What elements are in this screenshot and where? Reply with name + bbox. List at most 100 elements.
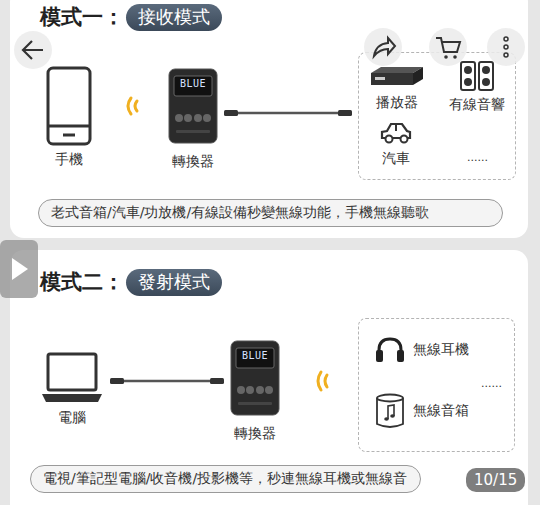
device-icon <box>40 352 104 404</box>
device-icon-part-part <box>48 125 90 128</box>
device-label: 有線音響 <box>449 96 505 114</box>
device-icon-part-part <box>48 68 90 144</box>
caption-banner: 老式音箱/汽車/功放機/有線設備秒變無線功能，手機無線聽歌 <box>38 199 503 227</box>
share-button-part <box>374 38 395 56</box>
device-icon-part <box>369 65 425 89</box>
more-button-part <box>487 28 525 66</box>
device-item: 無線耳機 <box>375 337 469 363</box>
back-button-part <box>23 41 43 59</box>
device-label: 無線耳機 <box>413 341 469 359</box>
caption-banner: 電視/筆記型電腦/收音機/投影機等，秒連無線耳機或無線音 <box>30 465 421 493</box>
cart-button-part <box>429 28 467 66</box>
device-icon-part-part <box>395 125 397 131</box>
wireless-waves <box>128 98 327 390</box>
device-icon <box>375 337 405 363</box>
device-icon-part-part <box>63 134 75 137</box>
converter-icon-part-part <box>203 114 211 122</box>
plug <box>338 110 352 116</box>
converter-device: BLUE轉換器 <box>230 340 280 443</box>
device-icon-part-part <box>390 414 395 418</box>
device-label: 播放器 <box>376 94 418 112</box>
device-icon-part <box>379 121 413 145</box>
mode-pill: 發射模式 <box>126 269 222 296</box>
device-item: 有線音響 <box>449 61 505 114</box>
converter-icon-part-part <box>238 402 272 405</box>
device-icon-part-part <box>377 398 403 427</box>
converter-icon-part-part <box>237 386 245 394</box>
wireless-waves-part <box>325 375 327 387</box>
converter-icon-part-part <box>174 76 212 96</box>
device-icon-part-part <box>376 350 383 362</box>
page-counter: 10/15 <box>466 468 525 492</box>
more-button <box>487 28 525 66</box>
converter-icon: BLUE <box>168 68 218 148</box>
ellipsis: ...... <box>481 377 502 390</box>
cable-wire <box>238 112 338 115</box>
converter-icon: BLUE <box>230 340 280 420</box>
converter-icon-part-part <box>175 114 183 122</box>
device-icon-part-part <box>377 395 403 402</box>
mode-pill: 接收模式 <box>126 4 222 31</box>
device-icon <box>379 121 413 145</box>
device-icon-part-part <box>464 66 472 74</box>
more-button-part <box>504 45 508 49</box>
converter-icon-part-part <box>265 386 273 394</box>
device-icon-part-part <box>371 73 413 85</box>
device-icon <box>375 393 405 429</box>
mode-title: 模式二： <box>40 268 124 296</box>
device-icon-part-part <box>482 78 490 86</box>
banner-text: 電視/筆記型電腦/收音機/投影機等，秒連無線耳機或無線音 <box>43 470 407 488</box>
device-icon-part <box>460 61 494 91</box>
share-button <box>364 28 402 66</box>
mode-heading: 模式一：接收模式 <box>40 3 222 31</box>
device-icon <box>460 61 494 91</box>
cart-button-part <box>444 55 448 59</box>
device-group: ......播放器有線音響汽車 <box>358 52 516 180</box>
device-icon-part-part <box>42 394 102 402</box>
device-icon-part-part <box>413 67 423 85</box>
plug <box>110 378 124 384</box>
device-icon-part <box>46 66 92 146</box>
converter-icon-part-part <box>246 386 254 394</box>
more-button-part <box>504 37 508 41</box>
audio-cable <box>224 110 352 116</box>
mode-heading: 模式二：發射模式 <box>40 268 222 296</box>
converter-device: BLUE 轉換器 <box>168 68 218 171</box>
wireless-waves-part <box>128 98 131 114</box>
converter-icon-part-part <box>194 114 202 122</box>
device-item: 電腦 <box>40 352 104 427</box>
converter-icon-part-part <box>169 69 217 143</box>
wireless-waves-part <box>318 372 321 390</box>
device-icon-part-part <box>384 417 389 421</box>
converter-icon-part-part <box>256 386 264 394</box>
converter-icon-part-part <box>176 130 210 133</box>
wireless-waves-part <box>135 101 137 111</box>
device-item: 無線音箱 <box>375 393 469 429</box>
device-icon-part-part <box>397 350 404 362</box>
device-item: 手機 <box>46 66 92 169</box>
share-button-part <box>364 28 402 66</box>
play-button-part <box>12 258 28 280</box>
device-icon-part-part <box>388 405 394 419</box>
back-button <box>14 31 52 69</box>
play-button-part <box>0 240 38 298</box>
device-item: 播放器 <box>369 65 425 112</box>
mode-title: 模式一： <box>40 3 124 31</box>
device-label: 無線音箱 <box>413 402 469 420</box>
device-group: ...... 無線耳機無線音箱 <box>358 318 515 452</box>
play-button <box>0 240 38 298</box>
device-label: 轉換器 <box>172 153 214 171</box>
device-icon <box>46 66 92 146</box>
device-icon-part <box>375 393 405 429</box>
device-label: 電腦 <box>58 409 86 427</box>
device-icon-part-part <box>479 62 493 90</box>
device-icon-part <box>40 352 104 404</box>
device-icon-part-part <box>375 77 385 80</box>
lcd-text: BLUE <box>180 78 206 89</box>
cart-button-part <box>436 38 460 52</box>
cable-wire <box>124 380 210 383</box>
device-icon-part-part <box>482 66 490 74</box>
audio-cable <box>110 378 224 384</box>
device-icon-part-part <box>464 78 472 86</box>
device-item: 汽車 <box>379 121 413 168</box>
